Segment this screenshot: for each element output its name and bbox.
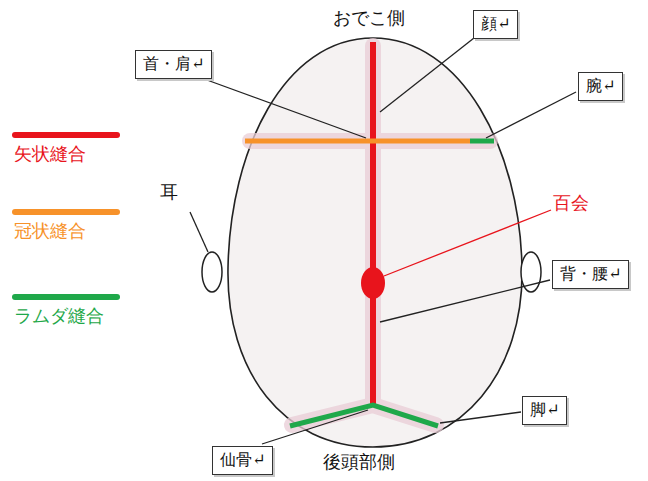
label-box: 脚↵ (522, 396, 567, 425)
region-label: 百会 (553, 193, 589, 215)
label-box: 顔↵ (473, 10, 518, 39)
lambda-suture (290, 405, 438, 426)
leader-lines (190, 38, 576, 444)
box-text: 脚↵ (530, 401, 559, 418)
box-text: 腕↵ (586, 77, 615, 94)
legend-swatch (12, 294, 120, 300)
box-text: 首・肩↵ (143, 55, 204, 72)
box-text: 仙骨↵ (220, 451, 265, 468)
ear-left (202, 252, 222, 292)
sagittal-suture (370, 42, 376, 406)
box-text: 背・腰↵ (560, 265, 621, 282)
region-label: おでこ側 (333, 8, 405, 30)
region-label: 耳 (160, 182, 178, 204)
coronal-suture (245, 139, 470, 144)
box-text: 顔↵ (481, 15, 510, 32)
legend-swatch (12, 209, 120, 215)
label-box: 腕↵ (578, 72, 623, 101)
label-box: 仙骨↵ (212, 446, 273, 475)
legend-text: ラムダ縫合 (14, 306, 104, 328)
label-box: 背・腰↵ (552, 260, 629, 289)
legend-text: 矢状縫合 (14, 144, 86, 166)
legend-swatch (12, 132, 120, 138)
skull-outline (228, 38, 522, 447)
label-box: 首・肩↵ (135, 50, 212, 79)
region-label: 後頭部側 (323, 452, 395, 474)
legend-text: 冠状縫合 (14, 221, 86, 243)
baihui-leader (384, 210, 551, 276)
coronal-suture-end (470, 139, 494, 144)
baihui-point (361, 267, 385, 299)
